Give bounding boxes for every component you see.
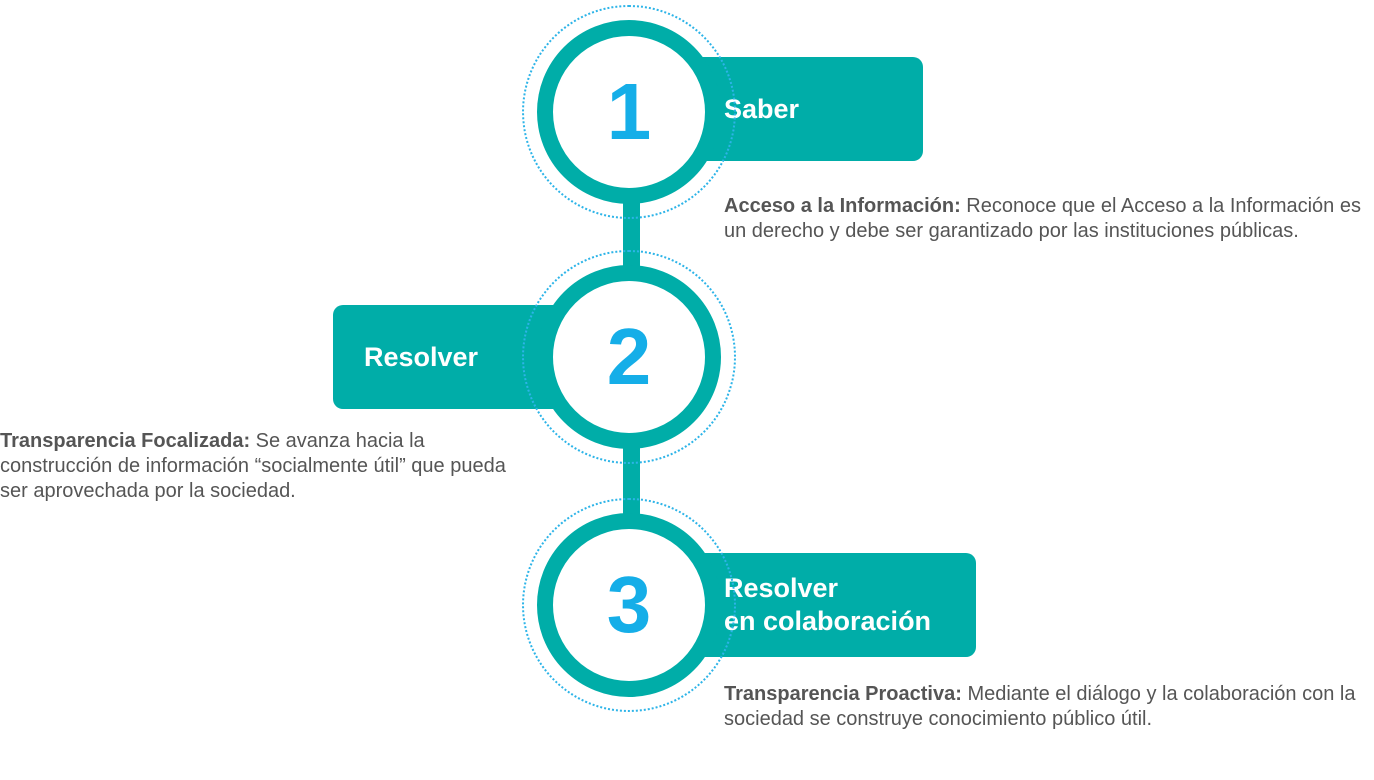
step-2-number: 2	[606, 312, 652, 401]
step-3-description-text: Mediante el diálogo y la colaboración co…	[724, 683, 1356, 730]
step-3-description-title: Transparencia Proactiva:	[724, 683, 962, 705]
step-2-description-text: Se avanza hacia la construcción de infor…	[0, 430, 506, 502]
step-1-description-text: Reconoce que el Acceso a la Información …	[724, 195, 1361, 242]
step-1-dotted-ring	[522, 5, 736, 219]
step-2-label: Resolver	[364, 341, 479, 372]
step-3-dotted-ring	[522, 498, 736, 712]
step-3-number: 3	[606, 560, 652, 649]
step-2-description-title: Transparencia Focalizada:	[0, 430, 251, 452]
step-3-label-line-2: en colaboración	[724, 606, 932, 636]
step-1-number: 1	[606, 67, 652, 156]
step-1-circle: 1	[537, 20, 721, 204]
step-3-label-line-1: Resolver	[724, 573, 839, 603]
step-2-description: Transparencia Focalizada: Se avanza haci…	[0, 429, 510, 504]
step-1-label: Saber	[724, 93, 800, 124]
step-1-description: Acceso a la Información: Reconoce que el…	[724, 194, 1364, 244]
step-2-circle: 2	[537, 265, 721, 449]
step-3-description: Transparencia Proactiva: Mediante el diá…	[724, 682, 1364, 732]
step-1-description-title: Acceso a la Información:	[724, 195, 961, 217]
step-3-circle: 3	[537, 513, 721, 697]
step-2-dotted-ring	[522, 250, 736, 464]
